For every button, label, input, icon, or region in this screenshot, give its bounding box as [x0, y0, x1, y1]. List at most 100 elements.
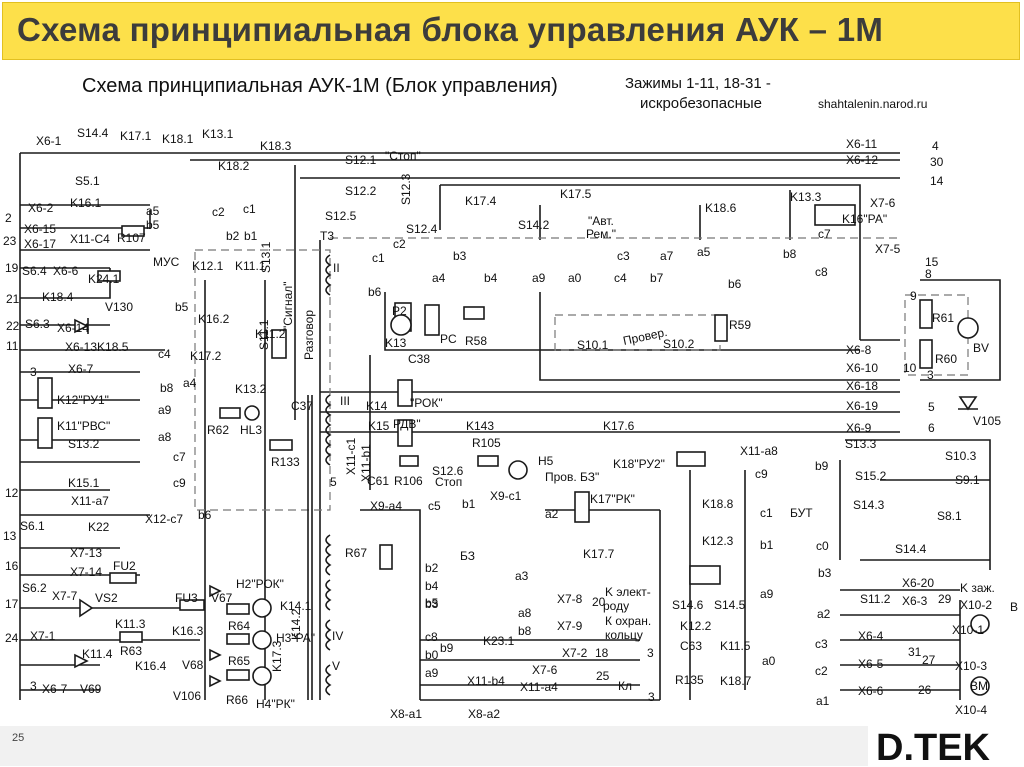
label-x78: X7-8: [557, 592, 583, 606]
label-k17rk: K17"РК": [590, 492, 635, 506]
label-x619: X6-19: [846, 399, 878, 413]
label-k22: K22: [88, 520, 110, 534]
label-pc: PC: [440, 332, 457, 346]
label-k231: K23.1: [483, 634, 515, 648]
label-x11a8: X11-a8: [740, 444, 778, 458]
label-a9c: a9: [760, 587, 774, 601]
label-b2a: b2: [226, 229, 240, 243]
label-s145: S14.5: [714, 598, 746, 612]
label-b5a: b5: [146, 218, 160, 232]
diagram-heading: Схема принципиальная АУК-1М (Блок управл…: [82, 75, 558, 97]
label-a8a: a8: [158, 430, 172, 444]
label-kolc: кольцу: [605, 628, 643, 642]
label-k113: K11.3: [115, 617, 146, 631]
label-x11a4: X11-a4: [520, 680, 558, 694]
label-a4b: a4: [183, 376, 197, 390]
label-v130: V130: [105, 300, 133, 314]
label-x75: X7-5: [875, 242, 901, 256]
label-a9b: a9: [158, 403, 172, 417]
source-credit: shahtalenin.narod.ru: [818, 97, 927, 111]
label-a5a: a5: [146, 204, 160, 218]
label-ii: II: [333, 261, 340, 275]
label-fu3: FU3: [175, 591, 198, 605]
label-b8a: b8: [783, 247, 797, 261]
label-x612: X6-12: [846, 153, 878, 167]
label-n24: 24: [5, 631, 19, 645]
label-k111: K11.1: [235, 259, 266, 273]
label-mus: МУС: [153, 255, 180, 269]
slide-title: Схема принципиальная блока управления АУ…: [17, 11, 884, 48]
label-kzaz: K заж.: [960, 581, 995, 595]
label-r58: R58: [465, 334, 487, 348]
note-line-1: Зажимы 1-11, 18-31 -: [625, 75, 771, 92]
label-bv: BV: [973, 341, 989, 355]
label-x9a4: X9-a4: [370, 499, 402, 513]
label-x77: X7-7: [52, 589, 78, 603]
label-k161: K16.1: [70, 196, 102, 210]
label-c2b: c2: [393, 237, 406, 251]
label-k12ru1: K12"РУ1": [57, 393, 109, 407]
label-r63: R63: [120, 644, 142, 658]
label-s91: S9.1: [955, 473, 980, 487]
label-x64: X6-4: [858, 629, 884, 643]
label-iii: III: [340, 394, 350, 408]
label-x615: X6-15: [24, 222, 56, 236]
label-c8b: c8: [425, 630, 438, 644]
label-n18: 18: [595, 646, 609, 660]
label-s64: S6.4: [22, 264, 47, 278]
label-a9a: a9: [532, 271, 546, 285]
label-n26: 26: [918, 683, 932, 697]
label-c38: C38: [408, 352, 430, 366]
label-b: B: [1010, 600, 1018, 614]
label-rdv: РДВ": [393, 417, 421, 431]
label-s131: S13.1: [259, 241, 273, 273]
label-k132: K13.2: [235, 382, 267, 396]
label-b8c: b8: [518, 624, 532, 638]
label-k171: K17.1: [120, 129, 152, 143]
components: [37, 204, 990, 696]
label-k175: K17.5: [560, 187, 592, 201]
footer-bar: [0, 726, 868, 766]
label-rok: "РОК": [410, 396, 443, 410]
label-k181: K18.1: [162, 132, 194, 146]
label-rodu: роду: [603, 599, 629, 613]
label-x72: X7-2: [562, 646, 588, 660]
label-c1c: c1: [760, 506, 773, 520]
label-k123: K12.3: [702, 534, 734, 548]
label-h3ra: H3"РА": [276, 631, 315, 645]
label-b1b: b1: [462, 497, 476, 511]
label-c4b: c4: [158, 347, 171, 361]
label-kohr: К охран.: [605, 614, 651, 628]
label-k11rvs: K11"РВС": [57, 419, 110, 433]
label-x67: X6-7: [68, 362, 94, 376]
svg-text:D.TEK: D.TEK: [876, 727, 991, 766]
label-v106: V106: [173, 689, 201, 703]
slide-number: 25: [12, 732, 25, 744]
label-x76b: X7-6: [532, 663, 558, 677]
label-bz: БЗ: [460, 549, 475, 563]
label-n3c: 3: [647, 646, 654, 660]
label-k184: K18.4: [42, 290, 74, 304]
label-n19: 19: [5, 261, 19, 275]
label-a2a: a2: [545, 507, 559, 521]
label-c61: C61: [367, 474, 389, 488]
label-x66: X6-6: [53, 264, 79, 278]
label-b6b: b6: [368, 285, 382, 299]
label-n30: 30: [930, 155, 944, 169]
label-x713: X7-13: [70, 546, 102, 560]
label-k163: K16.3: [172, 624, 204, 638]
label-v69: V69: [80, 682, 102, 696]
label-x617: X6-17: [24, 237, 56, 251]
label-c63: C63: [680, 639, 702, 653]
label-k143: K143: [466, 419, 494, 433]
label-c2a: c2: [212, 205, 225, 219]
label-n10: 10: [903, 361, 917, 375]
label-s144: S14.4: [77, 126, 109, 140]
label-n13: 13: [3, 529, 17, 543]
label-rem: Рем.": [586, 227, 616, 241]
label-x63: X6-3: [902, 594, 928, 608]
label-c9b: c9: [173, 476, 186, 490]
label-s101: S10.1: [577, 338, 609, 352]
label-k16ra: K16"РА": [842, 212, 887, 226]
label-k115: K11.5: [720, 639, 751, 653]
